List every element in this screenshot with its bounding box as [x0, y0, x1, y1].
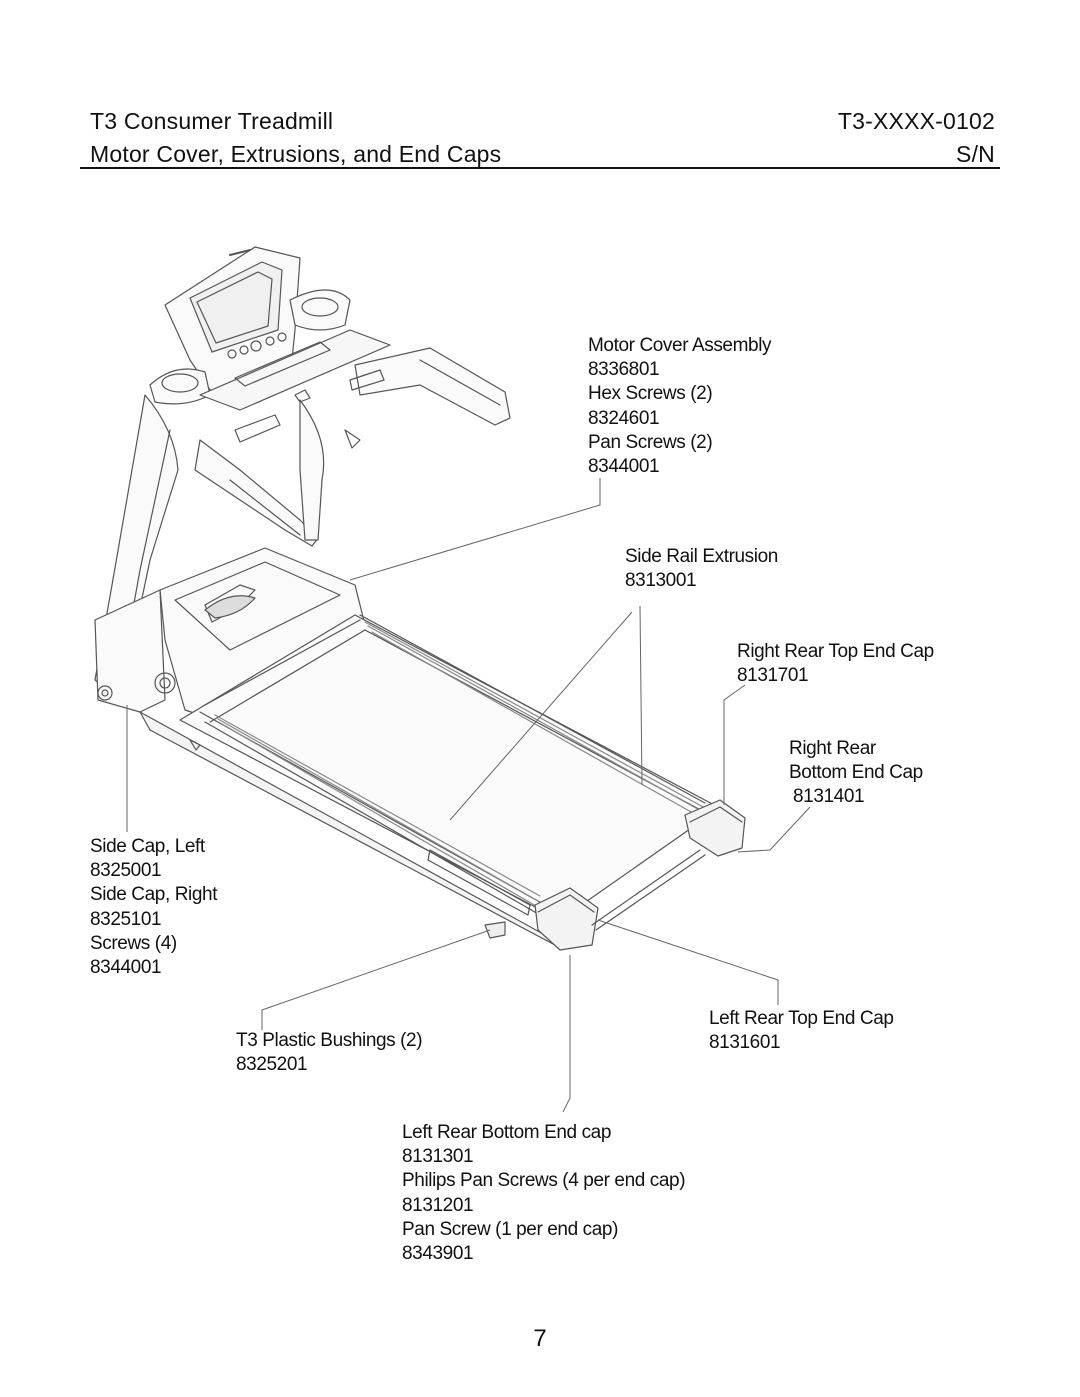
callout-line: Screws (4): [90, 932, 177, 954]
serial-number-label: S/N: [956, 141, 995, 167]
callout-motor-cover-assembly: Motor Cover Assembly 8336801 Hex Screws …: [588, 334, 772, 479]
model-code: T3-XXXX-0102: [837, 108, 995, 134]
callout-line: Pan Screw (1 per end cap): [402, 1218, 619, 1240]
callout-line: Pan Screws (2): [588, 431, 713, 453]
callout-plastic-bushings: T3 Plastic Bushings (2) 8325201: [236, 1029, 423, 1077]
page-number: 7: [533, 1325, 547, 1352]
callout-side-rail-extrusion: Side Rail Extrusion 8313001: [625, 545, 778, 593]
callout-line: 8344001: [588, 456, 660, 478]
callout-line: Right Rear Top End Cap: [737, 641, 934, 662]
product-title: T3 Consumer Treadmill: [90, 108, 334, 134]
callout-line: 8131401: [793, 786, 865, 808]
callout-line: Side Rail Extrusion: [625, 546, 778, 567]
callout-line: Side Cap, Right: [90, 884, 218, 906]
header-divider: [80, 167, 1000, 169]
callout-line: 8325201: [236, 1054, 308, 1076]
section-title: Motor Cover, Extrusions, and End Caps: [90, 141, 502, 167]
callout-line: Side Cap, Left: [90, 836, 205, 857]
callout-line: Left Rear Bottom End cap: [402, 1122, 612, 1143]
callout-line: Motor Cover Assembly: [588, 335, 772, 356]
callout-line: 8324601: [588, 407, 660, 429]
callout-line: 8344001: [90, 957, 162, 979]
callout-line: 8343901: [402, 1243, 474, 1265]
callout-line: 8131301: [402, 1146, 474, 1168]
callout-left-rear-bottom-end-cap: Left Rear Bottom End cap 8131301 Philips…: [402, 1121, 686, 1266]
callout-right-rear-top-end-cap: Right Rear Top End Cap 8131701: [737, 640, 934, 688]
callout-line: 8131701: [737, 665, 809, 687]
callout-line: 8131601: [709, 1032, 781, 1054]
callout-line: Left Rear Top End Cap: [709, 1008, 894, 1029]
callout-left-rear-top-end-cap: Left Rear Top End Cap 8131601: [709, 1007, 894, 1055]
callout-line: 8325101: [90, 908, 162, 930]
callout-line: T3 Plastic Bushings (2): [236, 1030, 423, 1051]
callout-line: 8313001: [625, 570, 697, 592]
callout-line: Right Rear: [789, 738, 876, 759]
callout-line: Bottom End Cap: [789, 762, 923, 784]
callout-line: 8325001: [90, 860, 162, 882]
callout-right-rear-bottom-end-cap: Right Rear Bottom End Cap 8131401: [789, 737, 923, 810]
callout-line: 8131201: [402, 1194, 474, 1216]
callout-side-caps: Side Cap, Left 8325001 Side Cap, Right 8…: [90, 835, 217, 980]
callout-line: Hex Screws (2): [588, 383, 713, 405]
callout-line: 8336801: [588, 359, 660, 381]
callout-line: Philips Pan Screws (4 per end cap): [402, 1170, 686, 1192]
